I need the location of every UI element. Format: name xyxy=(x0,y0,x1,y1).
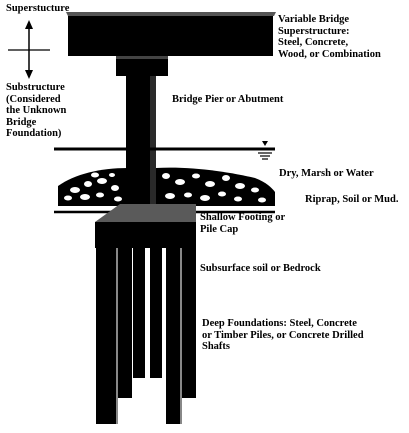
riprap-label: Riprap, Soil or Mud. xyxy=(305,194,399,205)
piles xyxy=(96,248,196,424)
superstructure-label: Superstucture xyxy=(6,3,70,14)
water-surface xyxy=(54,141,275,160)
pier-column xyxy=(126,76,156,212)
water-label: Dry, Marsh or Water xyxy=(279,168,374,179)
bridge-deck xyxy=(66,12,276,56)
double-arrow xyxy=(8,20,50,79)
variable-bridge-label: Variable Bridge Superstructure: Steel, C… xyxy=(278,14,381,60)
bearing-block xyxy=(116,56,168,76)
substructure-label: Substructure (Considered the Unknown Bri… xyxy=(6,82,67,139)
pile-cap xyxy=(95,204,196,248)
subsurface-label: Subsurface soil or Bedrock xyxy=(200,263,321,274)
deep-foundations-label: Deep Foundations: Steel, Concrete or Tim… xyxy=(202,318,364,352)
pier-label: Bridge Pier or Abutment xyxy=(172,94,284,105)
footing-label: Shallow Footing or Pile Cap xyxy=(200,212,286,235)
